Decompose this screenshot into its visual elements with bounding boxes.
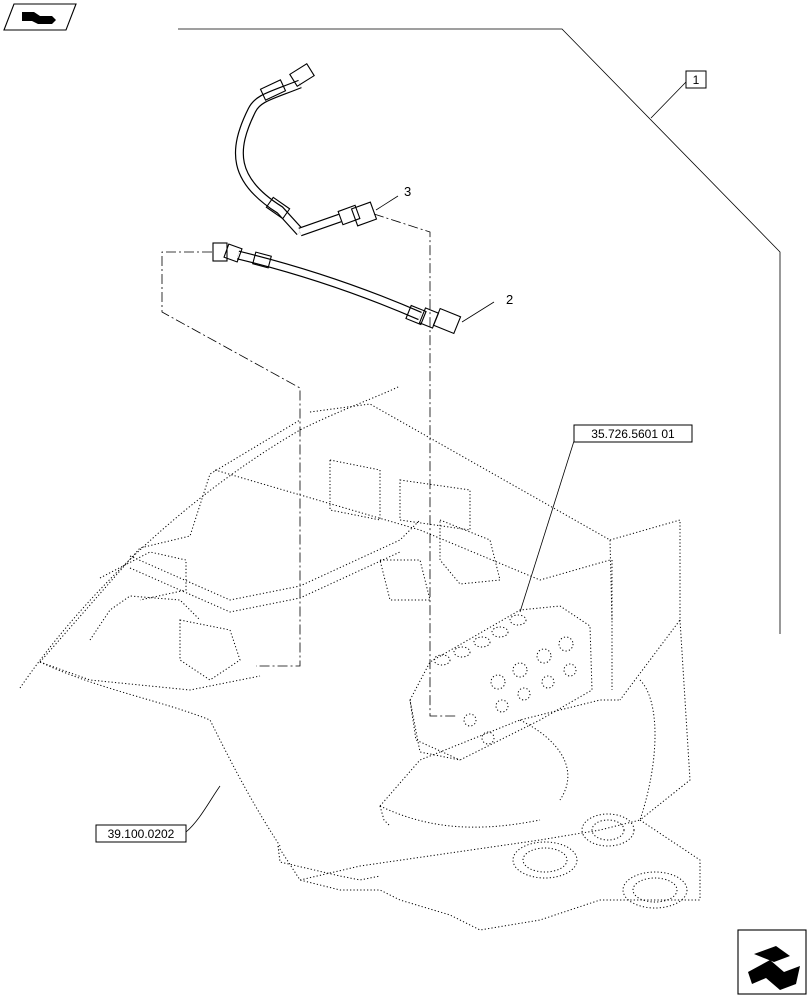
machine-frame [19, 385, 701, 931]
hose-2 [212, 242, 462, 335]
hose-3 [234, 63, 378, 237]
label-ref-valve: 35.726.5601 01 [591, 427, 675, 441]
label-item-2: 2 [506, 292, 513, 307]
leader-ref-frame [185, 785, 221, 833]
control-valve [409, 605, 593, 761]
label-box-ref-frame [95, 824, 187, 843]
leader-item-2 [461, 301, 495, 323]
leader-item-3 [375, 195, 399, 211]
next-page-arrow-icon[interactable] [737, 929, 807, 995]
label-item-1: 1 [693, 73, 700, 87]
label-item-3: 3 [404, 184, 411, 199]
callout-line-item-1 [178, 28, 781, 634]
leader-ref-valve [519, 440, 575, 613]
assembly-lines [161, 213, 458, 717]
label-box-ref-valve [573, 424, 693, 443]
label-box-item-1 [685, 70, 707, 89]
label-ref-frame: 39.100.0202 [108, 827, 175, 841]
page-turn-hand-icon[interactable] [3, 3, 77, 31]
